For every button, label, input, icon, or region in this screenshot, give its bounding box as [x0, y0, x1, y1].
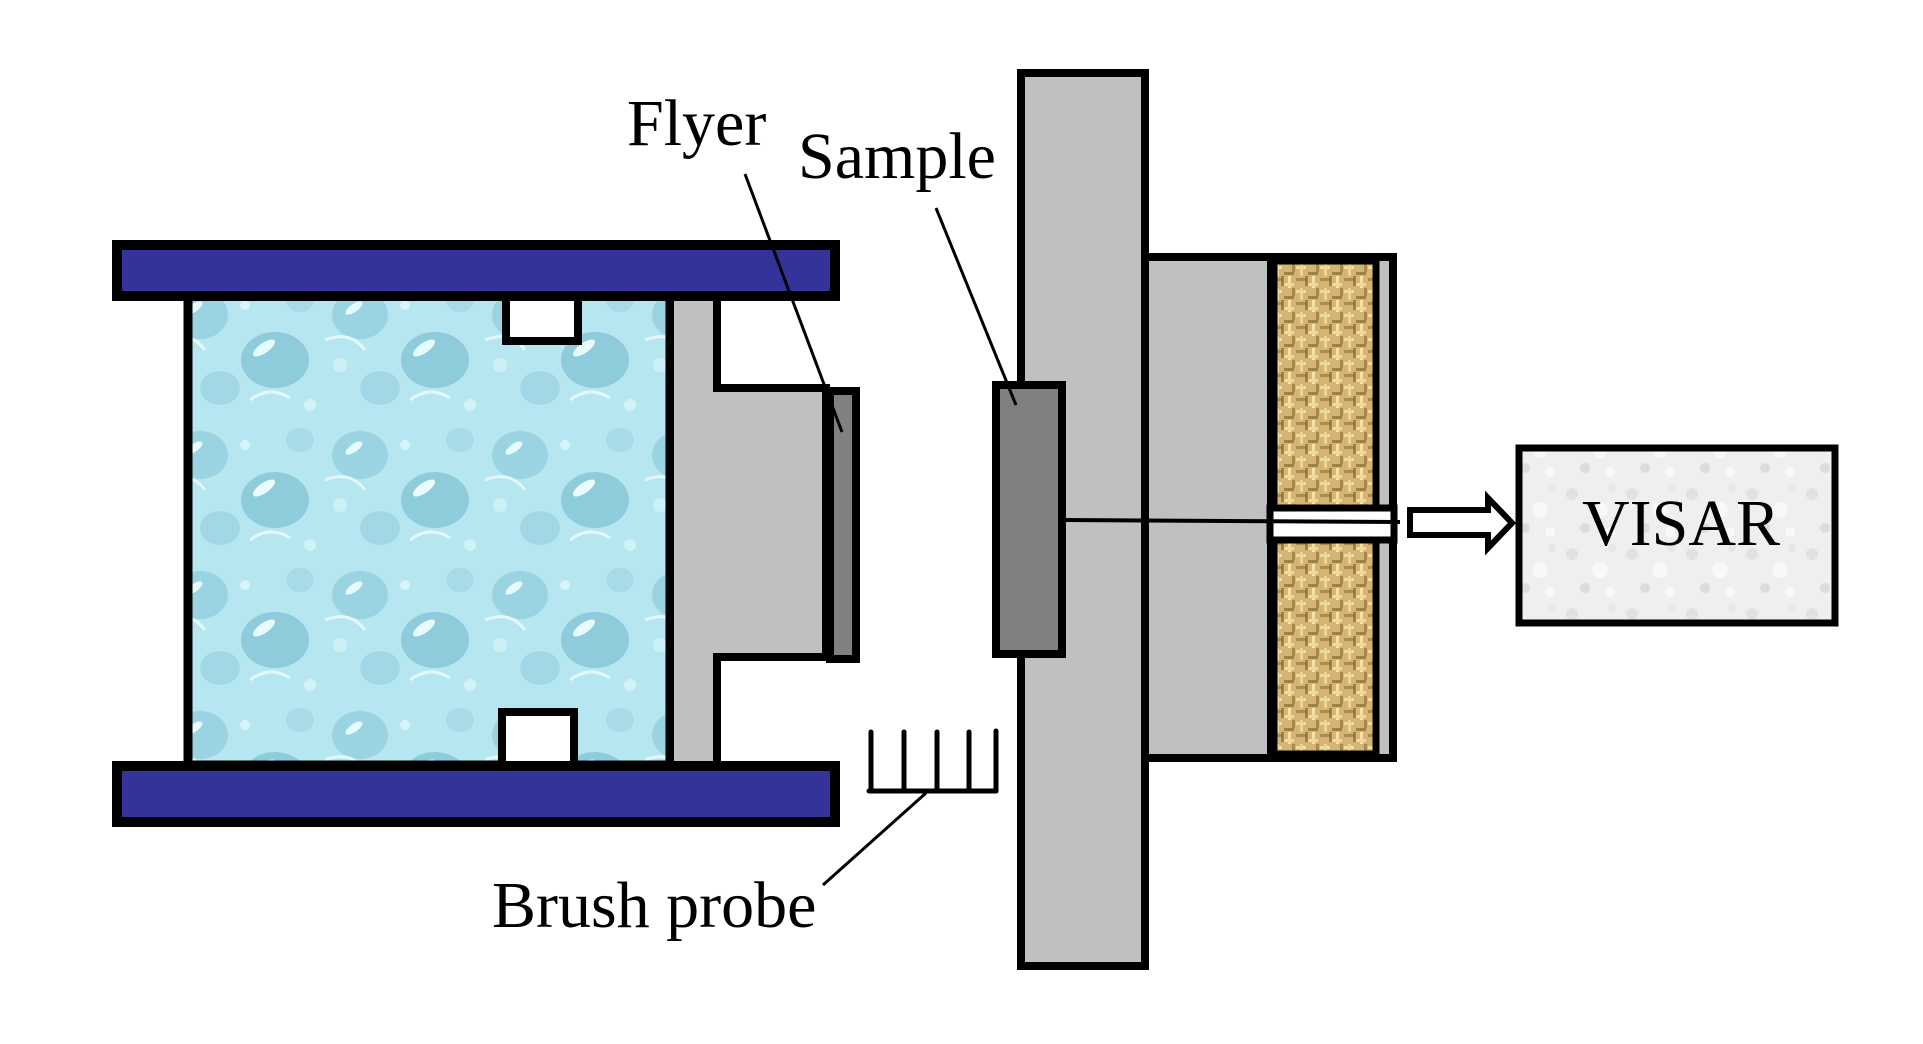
- flyer-label: Flyer: [627, 87, 766, 160]
- gun-barrel-bottom: [112, 761, 840, 827]
- gun-barrel-top: [112, 240, 840, 301]
- brush-probe-label: Brush probe: [492, 869, 816, 942]
- sample-leader-line: [934, 207, 1018, 406]
- projectile: [666, 292, 830, 769]
- sample-label: Sample: [798, 120, 996, 193]
- flyer-plate: [826, 387, 860, 663]
- visar-box: [1515, 444, 1839, 627]
- optical-fiber-channel: [1266, 504, 1398, 544]
- window-block: [1141, 253, 1275, 762]
- visar-label: VISAR: [1582, 487, 1780, 560]
- sample: [992, 381, 1066, 658]
- chamber-notch-top: [502, 292, 582, 345]
- output-arrow-icon: [1407, 490, 1517, 556]
- flyer-leader-line: [743, 173, 844, 433]
- laser-path: [1063, 518, 1401, 524]
- chamber-notch-bottom: [498, 708, 578, 769]
- brush-probe: [866, 728, 999, 794]
- brush-probe-leader-line: [822, 791, 927, 887]
- gas-chamber: [183, 291, 675, 770]
